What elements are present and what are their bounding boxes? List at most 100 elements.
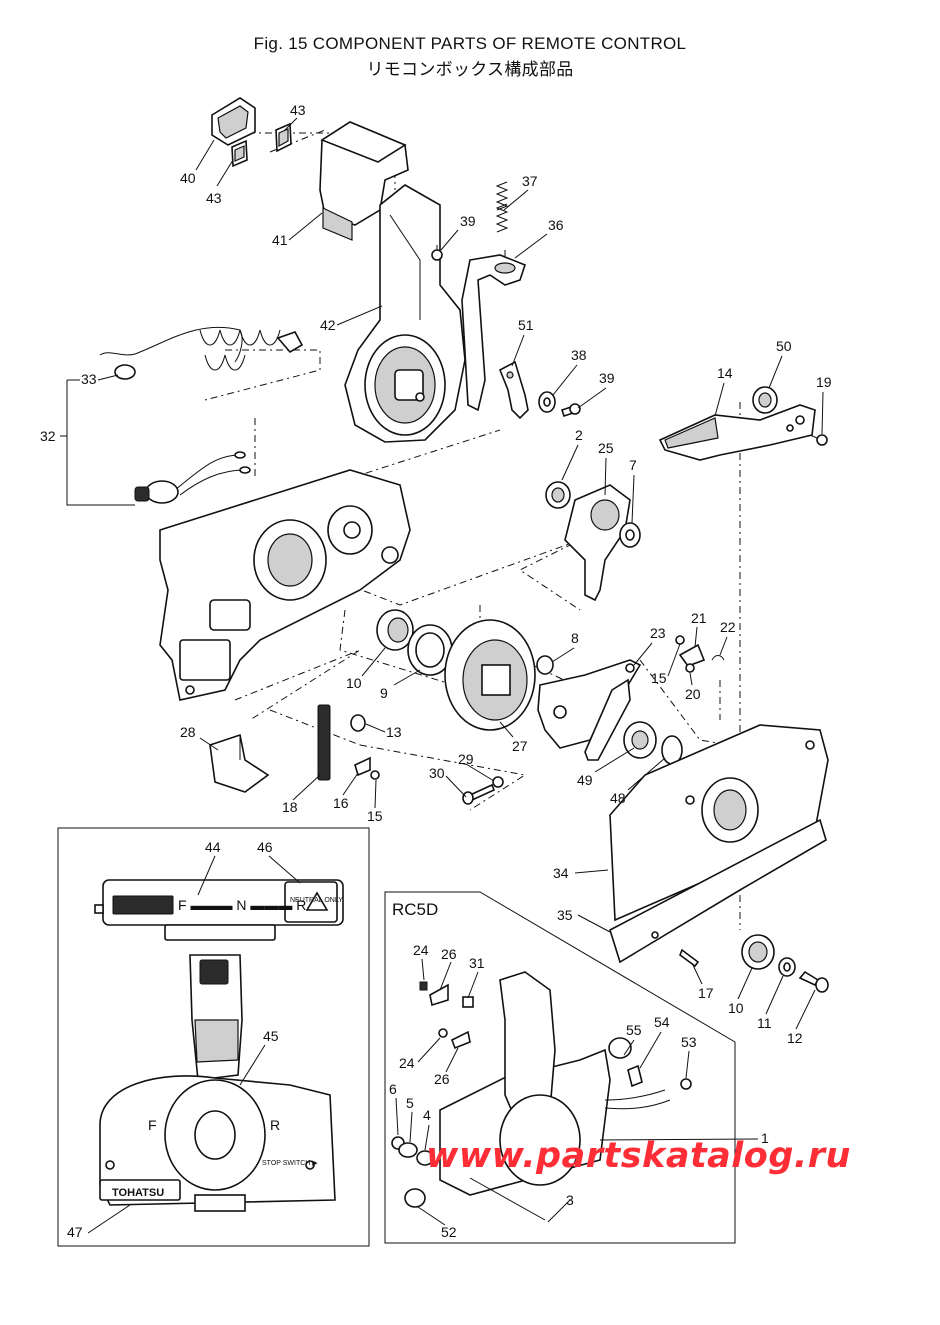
inset-box-title: RC5D xyxy=(392,900,438,919)
callout-54: 54 xyxy=(654,1014,670,1030)
part-screw-19 xyxy=(809,434,828,446)
callout-27: 27 xyxy=(512,738,528,754)
part-stop-switch-cover-40 xyxy=(211,97,256,146)
callout-36: 36 xyxy=(548,217,564,233)
part-screw-15-20 xyxy=(675,635,695,673)
part-cover-34 xyxy=(609,724,829,922)
callout-55: 55 xyxy=(626,1022,642,1038)
callout-39: 39 xyxy=(460,213,476,229)
callout-15b: 15 xyxy=(367,808,383,824)
part-washer-38 xyxy=(538,391,556,413)
callout-2: 2 xyxy=(575,427,583,443)
callout-6: 6 xyxy=(389,1081,397,1097)
fwd-mark: F xyxy=(148,1117,157,1133)
part-panel-44: F ▬▬▬ N ▬▬▬ R xyxy=(94,879,344,941)
part-lever-grip-41 xyxy=(319,121,409,241)
callout-24: 24 xyxy=(413,942,429,958)
callout-4: 4 xyxy=(423,1107,431,1123)
callout-25: 25 xyxy=(598,440,614,456)
inset-box-rc5d xyxy=(384,891,736,1244)
callout-42: 42 xyxy=(320,317,336,333)
callout-34: 34 xyxy=(553,865,569,881)
part-cam-plate-25 xyxy=(564,484,631,602)
brand-logo-text: TOHATSU xyxy=(112,1187,164,1199)
leader-lines xyxy=(60,117,824,1234)
callout-52: 52 xyxy=(441,1224,457,1240)
callout-19: 19 xyxy=(816,374,832,390)
part-bushing-10 xyxy=(376,609,414,651)
callout-33: 33 xyxy=(81,371,97,387)
callout-38: 38 xyxy=(571,347,587,363)
callout-13: 13 xyxy=(386,724,402,740)
callout-1: 1 xyxy=(761,1130,769,1146)
part-washer-11 xyxy=(778,957,796,977)
part-screw-17 xyxy=(679,948,700,968)
part-lanyard-33 xyxy=(99,326,304,380)
part-bracket-28 xyxy=(209,733,270,793)
callout-44: 44 xyxy=(205,839,221,855)
gear-marks-text: F ▬▬▬ N ▬▬▬ R xyxy=(178,897,306,913)
part-collar-50 xyxy=(752,386,778,414)
callout-23: 23 xyxy=(650,625,666,641)
figure-title: Fig. 15 COMPONENT PARTS OF REMOTE CONTRO… xyxy=(253,34,687,53)
part-small-fittings xyxy=(391,981,692,1221)
callout-30: 30 xyxy=(429,765,445,781)
callout-47: 47 xyxy=(67,1224,83,1240)
callout-32: 32 xyxy=(40,428,56,444)
callout-18: 18 xyxy=(282,799,298,815)
part-bolt-30 xyxy=(462,783,496,805)
callout-17: 17 xyxy=(698,985,714,1001)
callout-41: 41 xyxy=(272,232,288,248)
callout-labels: 43 40 43 41 37 39 36 42 51 38 39 33 32 1… xyxy=(40,102,832,1240)
part-bolt-39 xyxy=(431,245,443,261)
part-washer-7 xyxy=(619,522,641,548)
watermark: www.partskatalog.ru xyxy=(426,1136,851,1176)
callout-21: 21 xyxy=(691,610,707,626)
part-spring-37 xyxy=(495,181,509,233)
callout-16: 16 xyxy=(333,795,349,811)
part-lever-14 xyxy=(658,404,816,461)
part-handle-45 xyxy=(189,954,243,1081)
part-clip-16 xyxy=(354,756,371,777)
part-strip-18 xyxy=(317,704,331,781)
part-nut-29 xyxy=(492,776,504,788)
callout-48: 48 xyxy=(610,790,626,806)
part-rc5d-unit-1 xyxy=(439,971,671,1196)
stop-switch-text: STOP SWITCH ▶ xyxy=(262,1160,318,1167)
callout-20: 20 xyxy=(685,686,701,702)
callout-15: 15 xyxy=(651,670,667,686)
part-cover-35 xyxy=(609,818,827,964)
callout-31: 31 xyxy=(469,955,485,971)
part-stop-switch-32 xyxy=(134,451,251,504)
part-knob-48 xyxy=(623,721,683,765)
callout-29: 29 xyxy=(458,751,474,767)
callout-9: 9 xyxy=(380,685,388,701)
callout-5: 5 xyxy=(406,1095,414,1111)
part-collar-8 xyxy=(536,655,554,675)
callout-8: 8 xyxy=(571,630,579,646)
figure-subtitle-japanese: リモコンボックス構成部品 xyxy=(366,60,574,79)
callout-35: 35 xyxy=(557,907,573,923)
part-gear-drum-27 xyxy=(444,619,536,731)
callout-7: 7 xyxy=(629,457,637,473)
callout-46: 46 xyxy=(257,839,273,855)
part-body-47: F R STOP SWITCH ▶ TOHATSU xyxy=(99,1075,336,1212)
callout-43: 43 xyxy=(290,102,306,118)
rev-mark: R xyxy=(270,1117,280,1133)
callout-28: 28 xyxy=(180,724,196,740)
part-arm-49 xyxy=(584,678,631,761)
callout-39b: 39 xyxy=(599,370,615,386)
part-bracket-36 xyxy=(461,254,526,412)
callout-14: 14 xyxy=(717,365,733,381)
part-housing xyxy=(159,469,411,701)
callout-26: 26 xyxy=(441,946,457,962)
part-screw-39b xyxy=(560,403,581,418)
callout-40: 40 xyxy=(180,170,196,186)
part-washer-9 xyxy=(407,624,453,676)
inset-box-front-view xyxy=(57,827,370,1247)
callout-22: 22 xyxy=(720,619,736,635)
part-lever-arm-42 xyxy=(344,184,466,443)
part-ring-2 xyxy=(545,481,571,509)
callout-26b: 26 xyxy=(434,1071,450,1087)
